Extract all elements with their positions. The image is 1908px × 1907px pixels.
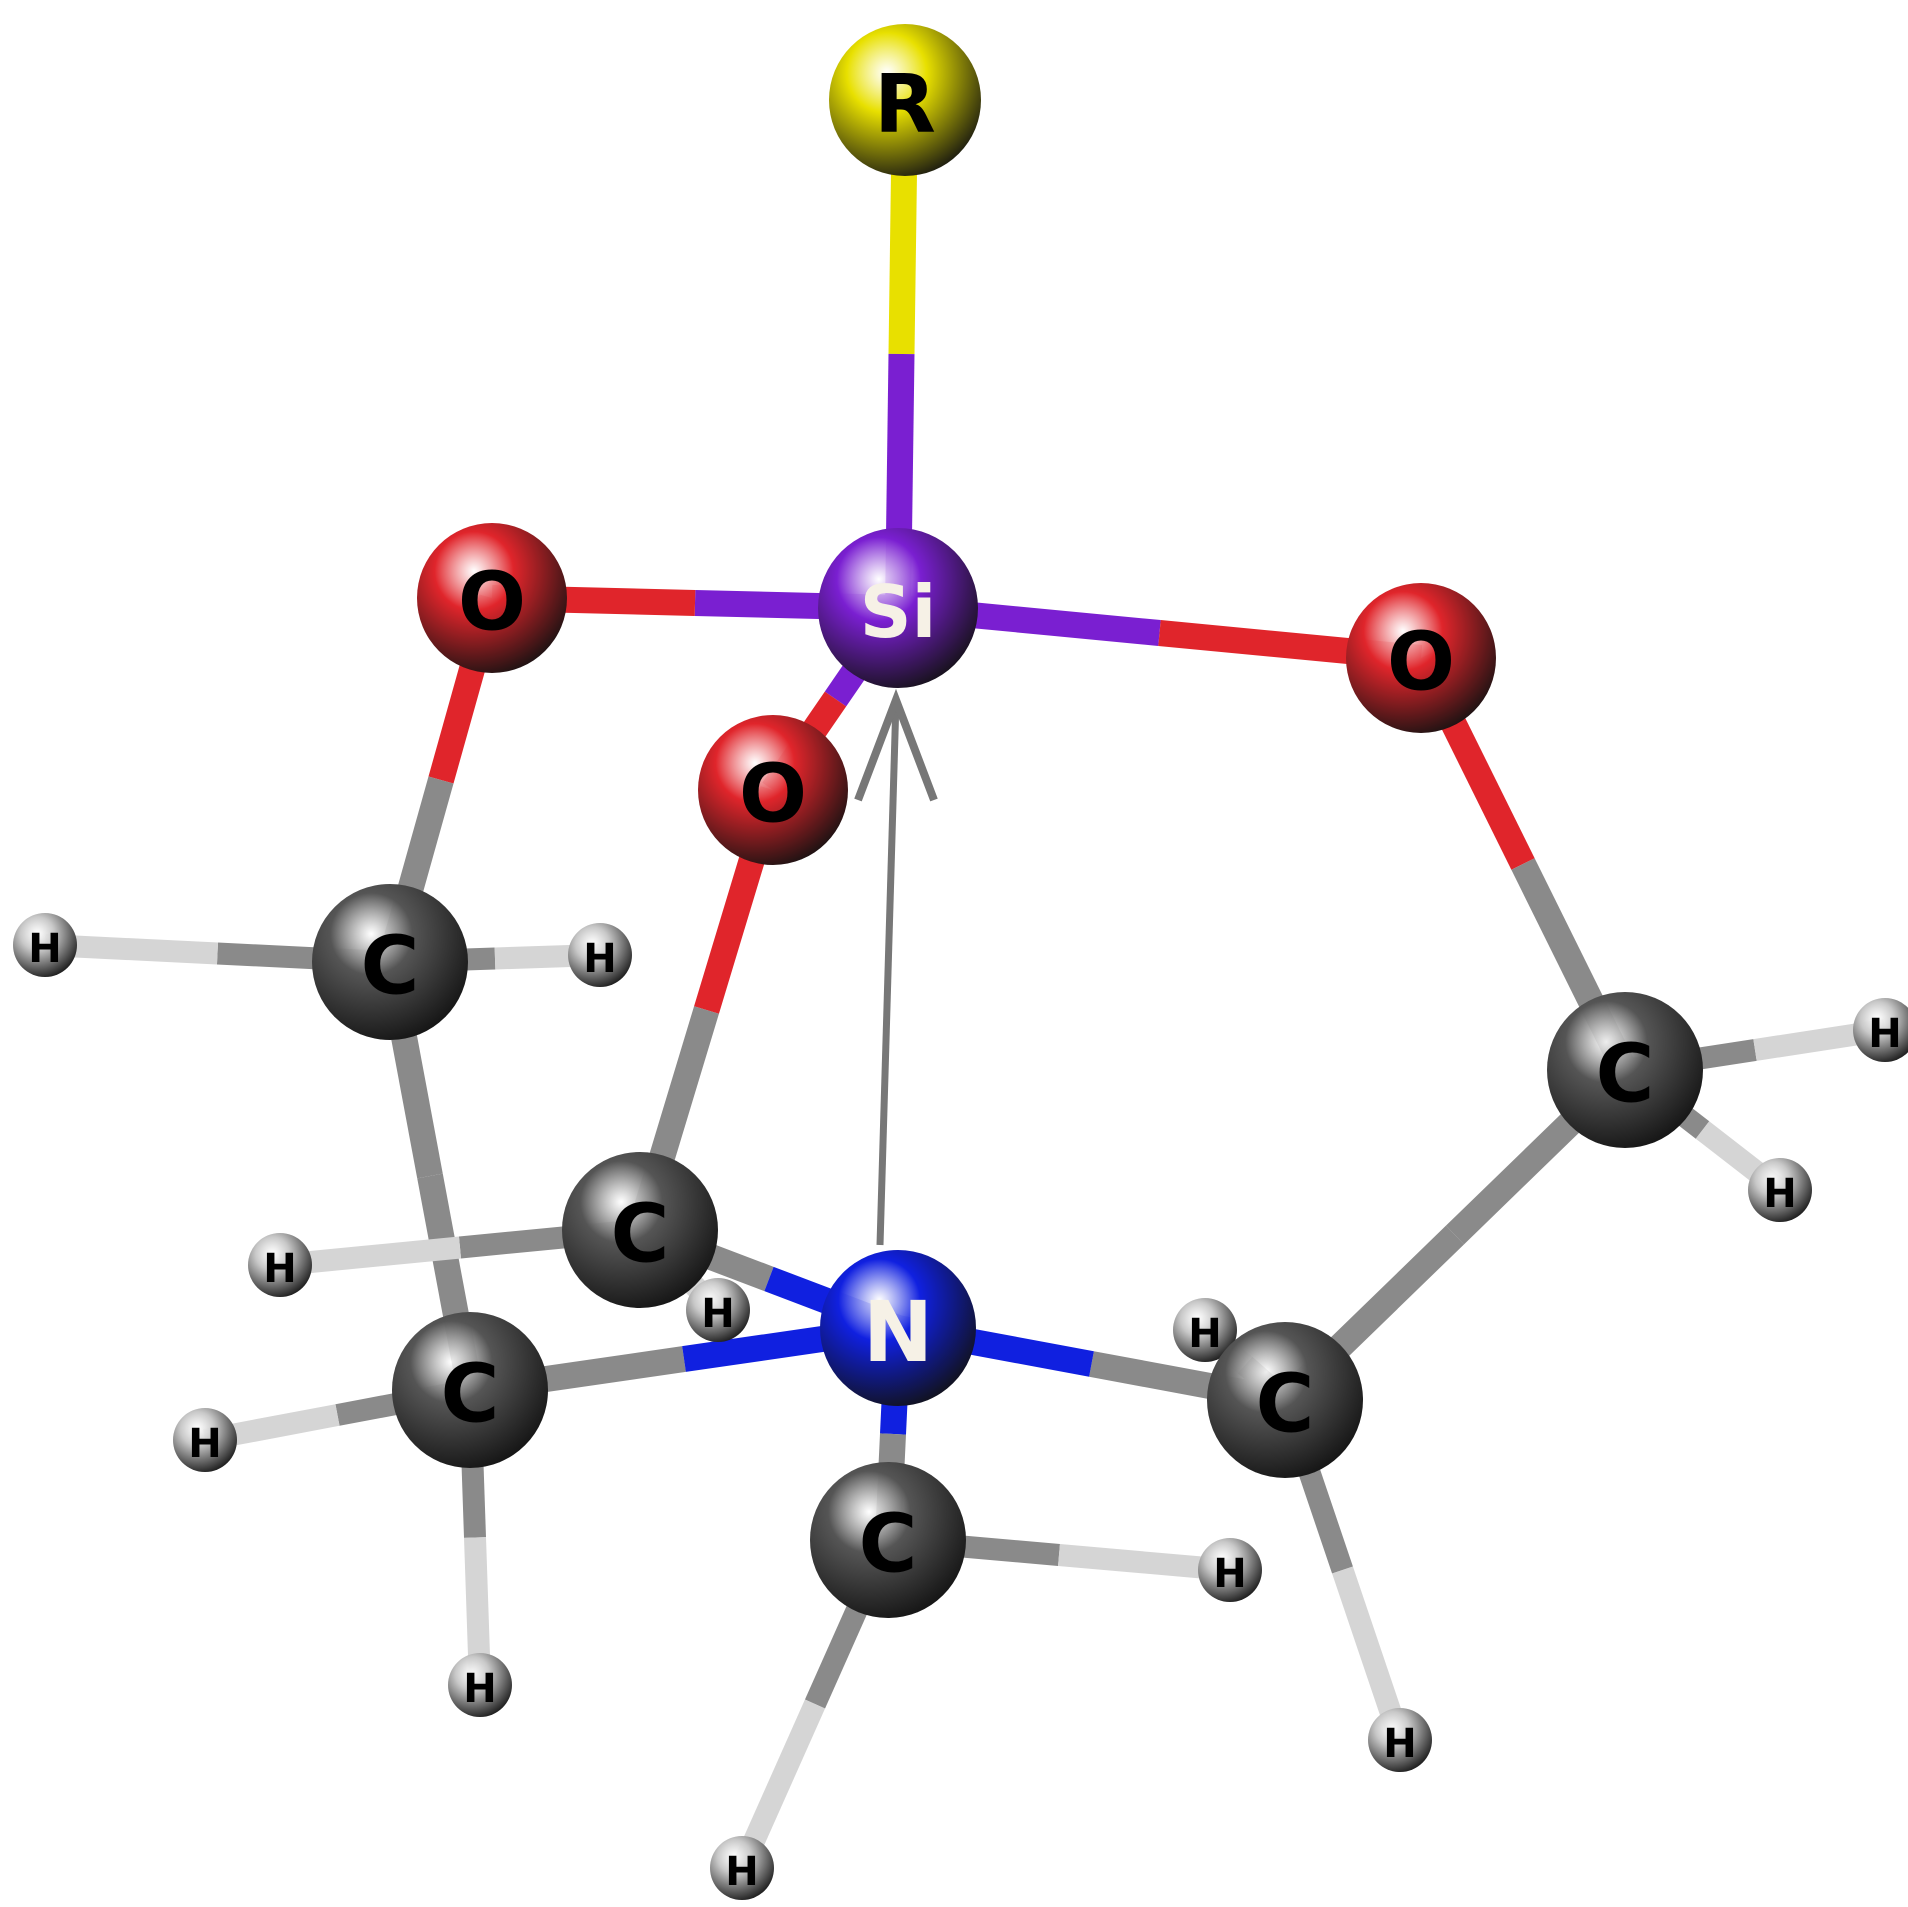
atom-H7: H [173,1408,237,1472]
atom-H4: H [1748,1158,1812,1222]
atom-H5: H [248,1233,312,1297]
atom-label: C [441,1348,500,1441]
atom-Si: Si [818,528,978,688]
atom-sphere [13,913,77,977]
atom-label: H [263,1246,296,1292]
dative-arrow-layer [854,688,938,1246]
atom-label: H [1213,1551,1246,1597]
atom-sphere [829,24,981,176]
atom-sphere [1853,998,1908,1062]
atom-sphere [417,523,567,673]
atom-label: Si [860,570,937,654]
atom-sphere [568,923,632,987]
atom-label: C [361,920,420,1013]
atom-sphere [1748,1158,1812,1222]
dative-bond-arrow [854,688,938,1246]
atom-label: O [1387,616,1455,709]
atom-C6: C [810,1462,966,1618]
atom-O2: O [698,715,848,865]
atom-label: R [874,58,936,151]
atom-sphere [710,1836,774,1900]
atom-label: H [463,1666,496,1712]
atom-sphere [392,1312,548,1468]
atom-label: H [583,936,616,982]
atom-label: O [739,748,807,841]
atom-H8: H [448,1653,512,1717]
atom-R: R [829,24,981,176]
atom-C4: C [392,1312,548,1468]
atom-label: H [1763,1171,1796,1217]
atom-label: N [863,1283,933,1381]
atom-label: H [28,926,61,972]
atom-sphere [818,528,978,688]
atom-sphere [248,1233,312,1297]
atom-N: N [820,1250,976,1406]
atom-H1: H [13,913,77,977]
atom-H10: H [1368,1708,1432,1772]
atom-label: H [725,1849,758,1895]
atom-sphere [1198,1538,1262,1602]
atom-C5: C [1207,1322,1363,1478]
atom-sphere [810,1462,966,1618]
atom-sphere [448,1653,512,1717]
atom-H3: H [1853,998,1908,1062]
atom-O1: O [417,523,567,673]
atom-sphere [1207,1322,1363,1478]
atom-label: C [611,1188,670,1281]
atom-O3: O [1346,583,1496,733]
atom-H12: H [710,1836,774,1900]
atom-sphere [1173,1298,1237,1362]
atom-C3: C [562,1152,718,1308]
atom-sphere [562,1152,718,1308]
atom-label: O [458,556,526,649]
atom-C2: C [1547,992,1703,1148]
atom-H2: H [568,923,632,987]
atom-label: H [1383,1721,1416,1767]
atom-sphere [173,1408,237,1472]
atom-C1: C [312,884,468,1040]
atom-label: C [1596,1028,1655,1121]
atom-sphere [1547,992,1703,1148]
atom-label: H [1868,1011,1901,1057]
atom-label: H [701,1291,734,1337]
atom-sphere [820,1250,976,1406]
atom-label: H [188,1421,221,1467]
atom-sphere [1346,583,1496,733]
atom-sphere [1368,1708,1432,1772]
atom-label: H [1188,1311,1221,1357]
atom-label: C [1256,1358,1315,1451]
atom-H6: H [686,1278,750,1342]
atom-H11: H [1198,1538,1262,1602]
atom-sphere [686,1278,750,1342]
atom-H9: H [1173,1298,1237,1362]
atom-label: C [859,1498,918,1591]
atom-sphere [312,884,468,1040]
atom-sphere [698,715,848,865]
